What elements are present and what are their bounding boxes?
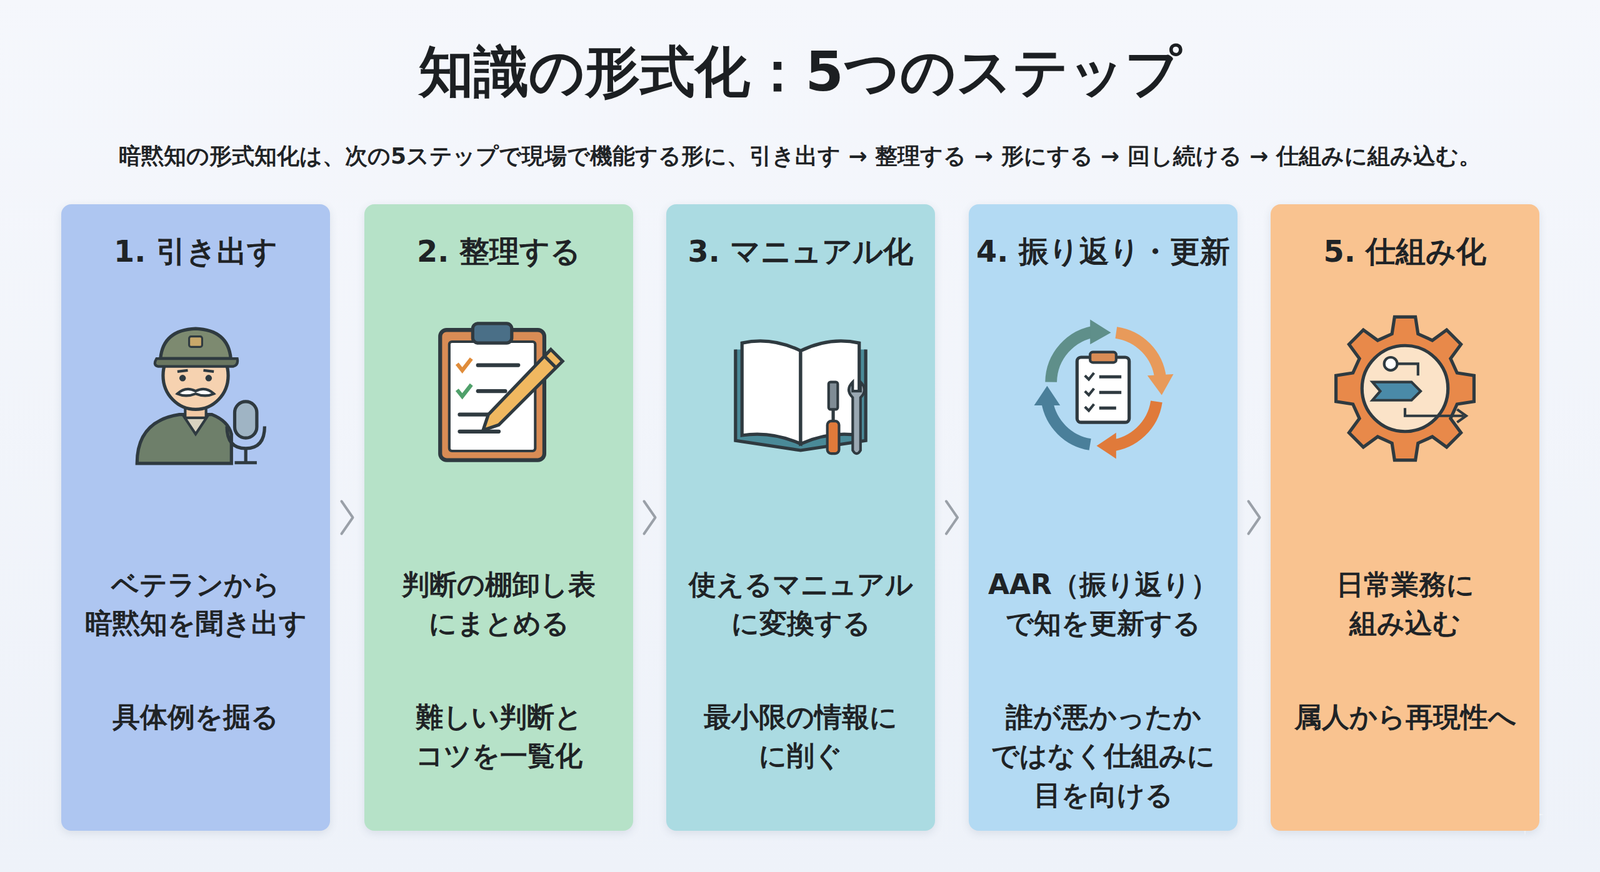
diagram-caption: 暗黙知の形式知化は、次の5ステップで現場で機能する形に、引き出す → 整理する … [37,141,1563,172]
step-chevron [946,501,958,535]
step-note: 最小限の情報に に削ぐ [701,698,900,777]
step-note: 具体例を掘る [110,698,281,737]
step-note: 誰が悪かったか ではなく仕組みに 目を向ける [989,698,1217,815]
step-heading: 5. 仕組み化 [1270,231,1540,272]
cycle-icon [1025,310,1182,467]
step-chevron [644,501,656,535]
step-card: 1. 引き出すベテランから 暗黙知を聞き出す具体例を掘る [61,204,330,832]
step-heading: 2. 整理する [364,231,634,272]
checklist-icon [420,310,577,467]
step-card: 2. 整理する判断の棚卸し表 にまとめる難しい判断と コツを一覧化 [364,204,634,832]
step-heading: 4. 振り返り・更新 [968,231,1238,272]
step-chevron [1248,501,1260,535]
step-heading: 1. 引き出す [61,231,330,272]
step-description: ベテランから 暗黙知を聞き出す [83,565,309,644]
step-note: 難しい判断と コツを一覧化 [413,698,585,777]
step-note: 属人から再現性へ [1292,698,1519,737]
step-card: 3. マニュアル化使えるマニュアル に変換する最小限の情報に に削ぐ [666,204,935,832]
step-description: 日常業務に 組み込む [1334,565,1477,644]
manual-icon [722,310,879,467]
step-card: 5. 仕組み化日常業務に 組み込む属人から再現性へ [1270,204,1540,832]
step-heading: 3. マニュアル化 [666,231,935,272]
step-description: AAR（振り返り） で知を更新する [986,565,1220,644]
diagram-title: 知識の形式化：5つのステップ [0,35,1600,110]
veteran-icon [117,310,274,467]
step-card: 4. 振り返り・更新 AAR（振り返り） で知を更新する誰が悪かったか ではなく仕… [968,204,1238,832]
step-description: 判断の棚卸し表 にまとめる [400,565,598,644]
gear-icon [1326,310,1484,467]
step-chevron [341,501,354,535]
step-description: 使えるマニュアル に変換する [686,565,915,644]
